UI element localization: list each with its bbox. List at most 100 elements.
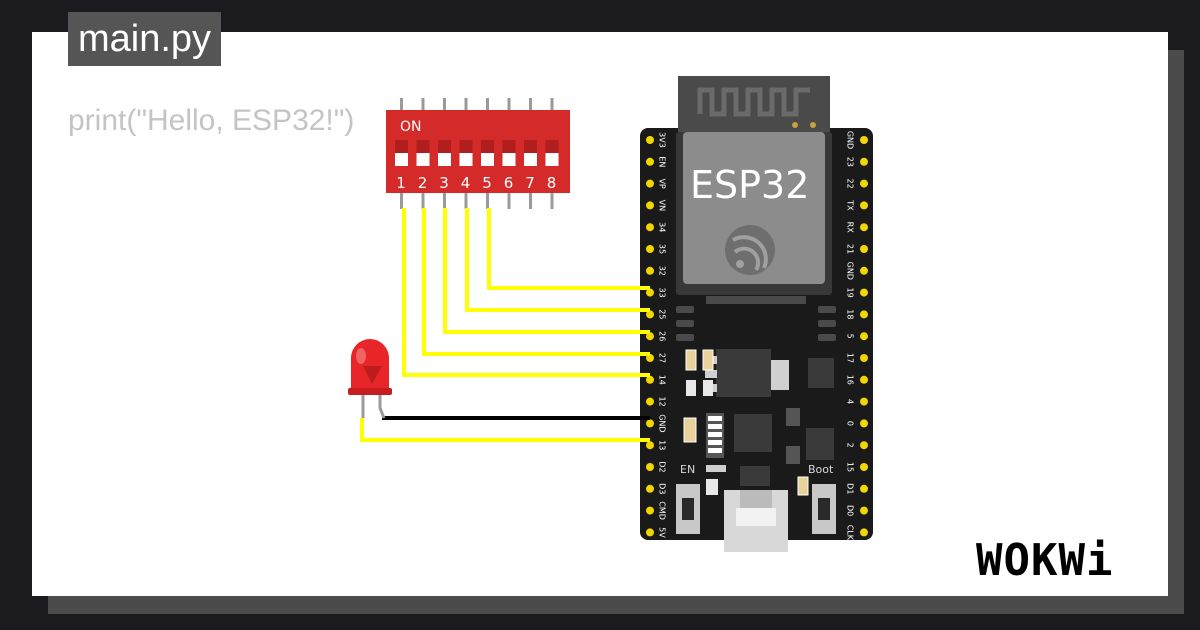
dip-leg: [421, 98, 425, 112]
pin-label: 13: [658, 440, 667, 450]
pin-label: 14: [658, 375, 667, 385]
dip-toggle-knob[interactable]: [502, 153, 516, 166]
pin-label: GND: [846, 131, 855, 149]
dip-leg: [400, 98, 403, 112]
dip-number: 4: [461, 174, 471, 192]
dip-toggle-knob[interactable]: [416, 153, 430, 166]
pin-label: 25: [658, 309, 667, 319]
pin-label: D3: [658, 483, 667, 494]
dip-leg: [529, 98, 532, 112]
pin-pad[interactable]: [860, 484, 868, 493]
pin-pad[interactable]: [860, 441, 868, 450]
dip-leg: [421, 191, 425, 209]
pin-label: 34: [658, 222, 667, 232]
red-led[interactable]: [348, 339, 392, 419]
pin-pad[interactable]: [860, 528, 868, 537]
pin-label: 3V3: [658, 132, 667, 148]
wire-dip2-to-27: [422, 208, 650, 356]
en-button[interactable]: [676, 484, 700, 534]
dip-toggle-knob[interactable]: [459, 153, 473, 166]
pin-pad[interactable]: [860, 397, 868, 406]
pin-pad[interactable]: [860, 463, 868, 471]
dip-leg: [443, 98, 446, 112]
dip-toggle-knob[interactable]: [395, 153, 408, 166]
pin-pad[interactable]: [646, 245, 654, 253]
pin-pad[interactable]: [860, 288, 868, 297]
pin-pad[interactable]: [860, 201, 868, 210]
pin-label: D0: [846, 505, 855, 516]
pin-pad[interactable]: [860, 136, 868, 144]
pin-pad[interactable]: [860, 419, 868, 428]
dip-number: 5: [482, 174, 492, 192]
pin-pad[interactable]: [860, 310, 868, 319]
dip-leg: [443, 191, 446, 209]
pin-pad[interactable]: [860, 354, 868, 362]
wire-dip5-to-33: [487, 208, 650, 290]
pin-pad[interactable]: [646, 397, 654, 406]
dip-number: 1: [396, 174, 406, 192]
pin-label: 19: [846, 288, 855, 298]
pin-label: CMD: [658, 501, 667, 520]
dip-number: 3: [439, 174, 449, 192]
pin-pad[interactable]: [646, 528, 654, 537]
dip-leg: [464, 191, 468, 209]
pin-label: 33: [658, 288, 667, 298]
pin-pad[interactable]: [860, 157, 868, 166]
pin-pad[interactable]: [646, 419, 654, 428]
pin-pad[interactable]: [860, 506, 868, 515]
pin-pad[interactable]: [860, 266, 868, 275]
pin-pad[interactable]: [646, 310, 654, 319]
dip-leg: [507, 98, 511, 112]
pin-label: 22: [846, 179, 855, 189]
esp32-board[interactable]: ESP32: [640, 76, 873, 552]
pin-pad[interactable]: [646, 463, 654, 471]
pin-label: CLK: [846, 525, 855, 541]
pin-pad[interactable]: [646, 136, 654, 144]
dip-toggle-knob[interactable]: [481, 153, 494, 166]
pin-label: 23: [846, 157, 855, 167]
dip-toggle-knob[interactable]: [545, 153, 559, 166]
pin-label: 18: [846, 309, 855, 319]
pin-pad[interactable]: [646, 332, 654, 341]
dip-toggle-knob[interactable]: [438, 153, 451, 166]
pin-pad[interactable]: [646, 506, 654, 515]
dip-number: 6: [504, 174, 514, 192]
pin-pad[interactable]: [646, 441, 654, 450]
pin-label: 27: [658, 353, 667, 363]
pin-pad[interactable]: [860, 245, 868, 253]
pin-pad[interactable]: [646, 179, 654, 188]
pin-label: 0: [846, 421, 855, 426]
pin-pad[interactable]: [646, 375, 654, 384]
pin-pad[interactable]: [646, 484, 654, 493]
pin-pad[interactable]: [646, 157, 654, 166]
pin-label: 12: [658, 397, 667, 407]
pin-label: RX: [846, 222, 855, 234]
pin-pad[interactable]: [646, 288, 654, 297]
pin-label: VN: [658, 200, 667, 211]
pin-pad[interactable]: [646, 266, 654, 275]
pin-label: 32: [658, 266, 667, 276]
simulator-canvas[interactable]: [32, 32, 1168, 596]
left-pin-header: 3V3ENVPVN343532332526271412GND13D2D3CMD5…: [646, 132, 667, 538]
pin-label: 17: [846, 353, 855, 363]
wire-led-to-13: [360, 418, 650, 442]
pin-pad[interactable]: [860, 375, 868, 384]
boot-button[interactable]: [812, 484, 836, 534]
pin-pad[interactable]: [646, 223, 654, 232]
pin-label: 26: [658, 331, 667, 341]
pin-pad[interactable]: [860, 332, 868, 341]
dip-leg: [486, 191, 489, 209]
pin-pad[interactable]: [860, 179, 868, 188]
file-tab[interactable]: main.py: [68, 12, 222, 66]
pin-label: D1: [846, 483, 855, 494]
dip-switch-toggles[interactable]: [395, 140, 559, 166]
usb-port: [724, 490, 788, 552]
espressif-logo-icon: [725, 225, 775, 275]
code-line[interactable]: print("Hello, ESP32!"): [68, 104, 355, 137]
pin-pad[interactable]: [860, 223, 868, 232]
wire-dip1-to-14: [402, 208, 650, 377]
pin-pad[interactable]: [646, 201, 654, 210]
dip-toggle-knob[interactable]: [524, 153, 537, 166]
